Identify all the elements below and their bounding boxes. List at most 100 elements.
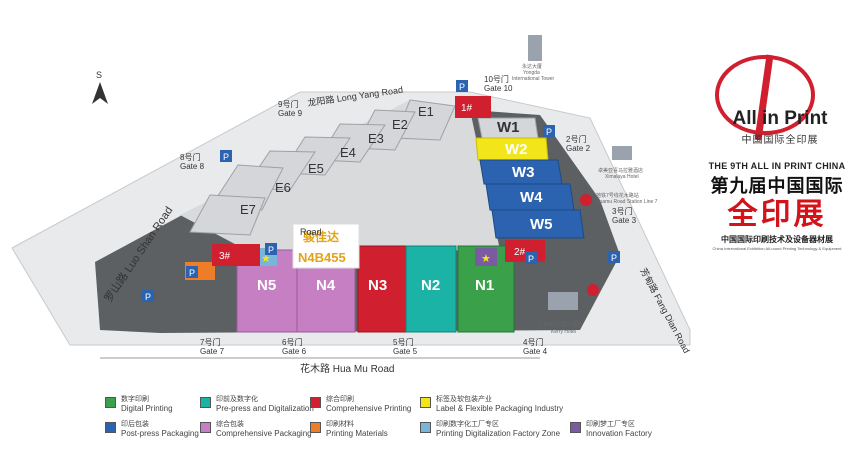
hall-E2-label: E2 (392, 117, 408, 132)
metro-cn: 地铁7号线花木路站 (596, 192, 639, 199)
gate-4-cn: 4号门 (523, 337, 543, 347)
tower-building (528, 35, 542, 61)
parking-icon (265, 243, 277, 255)
hall-N4-label: N4 (316, 277, 336, 294)
legend-swatch (105, 422, 116, 433)
legend-cn: 数字印刷 (121, 396, 149, 403)
gate-9-cn: 9号门 (278, 99, 298, 109)
gate-9-en: Gate 9 (278, 109, 303, 118)
entrance-hall-1[interactable] (455, 96, 491, 118)
hall-E1-label: E1 (418, 104, 434, 119)
hotel-building (612, 146, 632, 160)
hall-E6-label: E6 (275, 180, 291, 195)
brand-logo (715, 54, 815, 141)
gate-6-en: Gate 6 (282, 347, 307, 356)
compass-arrow-icon (92, 82, 108, 104)
brand-cn: 中国国际全印展 (741, 135, 819, 146)
legend-cn: 综合包装 (216, 421, 244, 428)
legend-cn: 印后包装 (121, 421, 149, 428)
legend-en: Printing Digitalization Factory Zone (436, 429, 561, 438)
hall-N3-label: N3 (368, 277, 387, 294)
hotel2-cn: 上海浦东嘉里大酒店 (537, 321, 582, 328)
hall-E7[interactable] (189, 194, 266, 236)
tower-en2: International Tower (512, 76, 554, 82)
legend-item: 印刷材料 Printing Materials (310, 420, 388, 439)
entrance-hall-3[interactable] (212, 244, 260, 266)
parking-icon-glyph: P (223, 152, 229, 162)
legend-item: 标签及软包装产业 Label & Flexible Packaging Indu… (420, 395, 563, 414)
event-cn-line1: 第九届中国国际 (710, 176, 844, 196)
star-icon: ★ (481, 253, 491, 265)
event-block: THE 9TH ALL IN PRINT CHINA 第九届中国国际 全印展 中… (694, 161, 860, 251)
metro-icon (580, 194, 592, 206)
hall-N2-label: N2 (421, 277, 440, 294)
gate-5-en: Gate 5 (393, 347, 418, 356)
booth-company: 骏佳达 (303, 229, 339, 244)
legend-item: 综合包装 Comprehensive Packaging (200, 420, 312, 439)
hall-N2[interactable] (405, 245, 457, 333)
gate-2-cn: 2号门 (566, 134, 586, 144)
legend-swatch (420, 397, 431, 408)
gates: 9号门 Gate 9 10号门 Gate 10 8号门 Gate 8 2号门 G… (180, 74, 637, 356)
parking-icon-glyph: P (189, 268, 195, 278)
gate-2-en: Gate 2 (566, 144, 591, 153)
road-inner: Road (300, 227, 322, 237)
parking-icon (142, 290, 154, 302)
hall-E7-label: E7 (240, 202, 256, 217)
legend-cn: 标签及软包装产业 (436, 396, 492, 403)
event-en-line2: China International Exhibition All-round… (712, 246, 842, 251)
parking-icon (608, 251, 620, 263)
booth-number: N4B455 (298, 250, 346, 265)
legend-item: 印刷梦工厂专区 Innovation Factory (570, 420, 652, 439)
hall-W4-label: W4 (520, 189, 543, 206)
hall-W2-label: W2 (505, 141, 528, 158)
legend-swatch (310, 422, 321, 433)
gate-6-cn: 6号门 (282, 337, 302, 347)
legend-en: Innovation Factory (586, 429, 652, 438)
parking-icon-glyph: P (145, 292, 151, 302)
hall-N3[interactable] (357, 245, 415, 333)
tower-en1: Yongda (523, 70, 540, 76)
entrance-3-label: 3# (219, 251, 231, 262)
gate-8-en: Gate 8 (180, 162, 205, 171)
legend-item: 印后包装 Post-press Packaging (105, 420, 199, 439)
legend-item: 印刷数字化工厂专区 Printing Digitalization Factor… (420, 420, 560, 439)
parking-icon-glyph: P (611, 253, 617, 263)
legend-cn: 印前及数字化 (216, 396, 258, 403)
hotel1-en: Ximalaya Hotel (605, 174, 639, 180)
hall-E4-label: E4 (340, 145, 356, 160)
legend-cn: 印刷梦工厂专区 (586, 421, 635, 428)
kerry-building (548, 292, 578, 310)
hall-W3-label: W3 (512, 164, 535, 181)
gate-10-en: Gate 10 (484, 84, 513, 93)
entrance-2-label: 2# (514, 247, 526, 258)
legend-swatch (200, 397, 211, 408)
legend-en: Pre-press and Digitalization (216, 404, 314, 413)
booth-callout[interactable]: 骏佳达 N4B455 (292, 223, 360, 269)
hotel2-en: Kerry Hotel (551, 329, 576, 335)
parking-icon (456, 80, 468, 92)
hall-N1-label: N1 (475, 277, 494, 294)
parking-icon-glyph: P (268, 245, 274, 255)
legend-swatch (310, 397, 321, 408)
brand-name: All in Print (732, 108, 828, 129)
compass-letter: S (96, 70, 102, 80)
gate-3-en: Gate 3 (612, 216, 637, 225)
legend-item: 印前及数字化 Pre-press and Digitalization (200, 395, 314, 414)
gate-3-cn: 3号门 (612, 206, 632, 216)
road-south: 花木路 Hua Mu Road (300, 362, 394, 375)
legend-cn: 印刷材料 (326, 421, 354, 428)
parking-icon-glyph: P (546, 127, 552, 137)
legend-en: Comprehensive Packaging (216, 429, 312, 438)
legend-en: Comprehensive Printing (326, 404, 412, 413)
parking-icon (220, 150, 232, 162)
parking-icons: P P P P P P P P (142, 80, 620, 302)
legend-swatch (105, 397, 116, 408)
event-cn-line3: 中国国际印刷技术及设备器材展 (721, 235, 833, 244)
compass: S (92, 70, 108, 104)
landmark-buildings: 永达大厦 Yongda International Tower 卓美亚喜马拉雅酒… (512, 35, 658, 335)
hall-W5[interactable] (491, 209, 585, 239)
gate-5-cn: 5号门 (393, 337, 413, 347)
innovation-zone-n1 (475, 248, 497, 266)
legend-en: Label & Flexible Packaging Industry (436, 404, 564, 413)
